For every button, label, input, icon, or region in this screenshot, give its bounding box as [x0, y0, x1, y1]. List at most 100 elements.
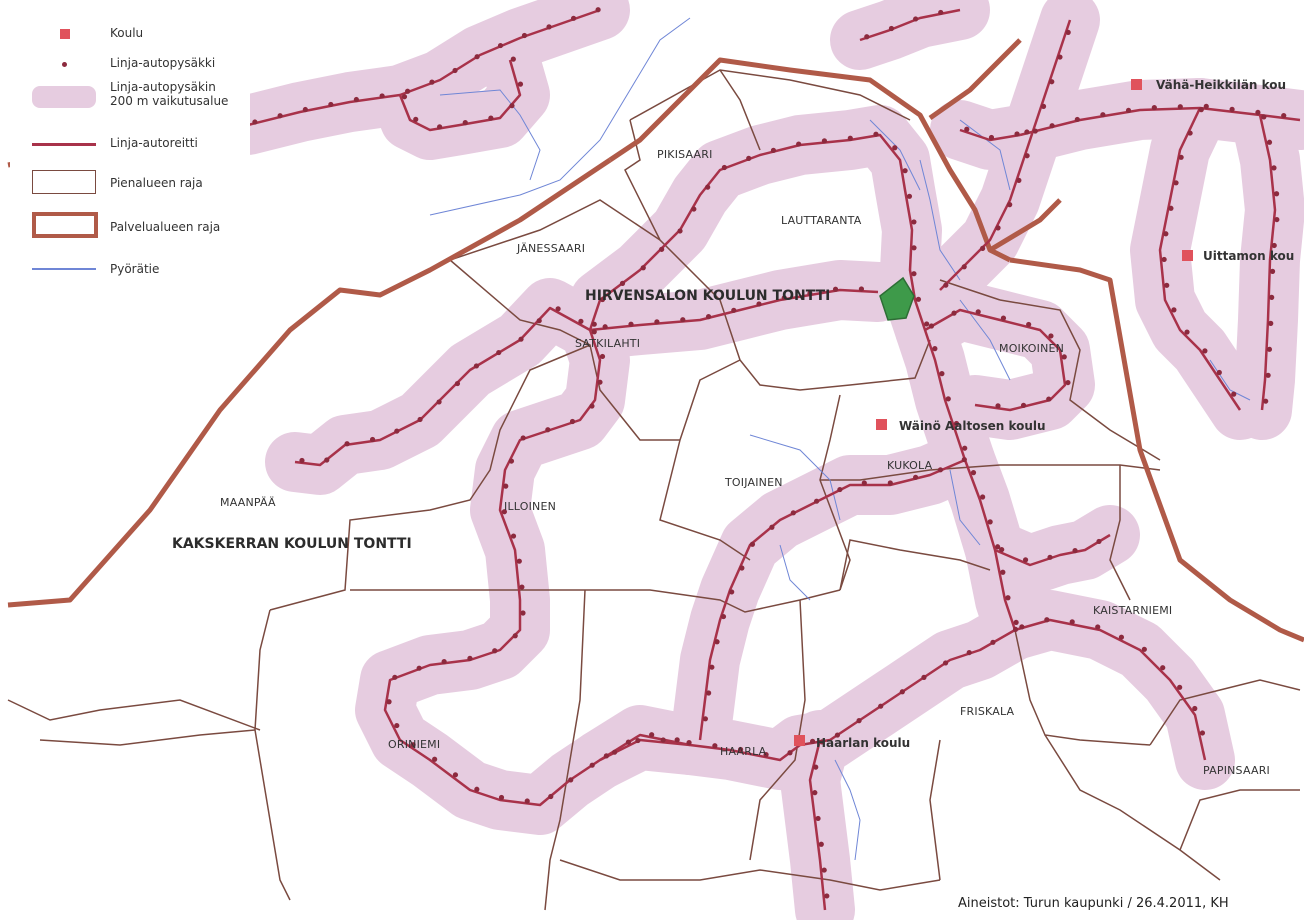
bus-stop-dot [1216, 369, 1222, 376]
bus-stop-dot [394, 428, 400, 434]
bus-stop-dot [756, 301, 762, 307]
bus-stop-dot [686, 740, 692, 746]
bus-stop-dot [501, 509, 507, 515]
cycle-path-line [869, 119, 921, 191]
area-label-oriniemi: ORINIEMI [388, 738, 441, 751]
bus-stop-dot [1168, 205, 1174, 211]
bus-stop-dot [416, 665, 422, 671]
bus-stop-dot [674, 737, 680, 743]
area-label-kaistarniemi: KAISTARNIEMI [1093, 604, 1173, 617]
school-label-uittamo: Uittamon kou [1203, 249, 1295, 263]
map-legend: Koulu Linja-autopysäkki Linja-autopysäki… [10, 18, 250, 290]
bus-stop-dot [1187, 130, 1193, 136]
bus-stop-dot [603, 753, 609, 759]
bus-stop-dot [1069, 619, 1075, 625]
bus-stop-dot [1024, 153, 1030, 159]
small-area-boundary [1109, 465, 1131, 601]
bus-stop-dot [441, 659, 447, 665]
bus-stop-dot [568, 777, 574, 783]
bus-stop-dot [1141, 646, 1147, 652]
cycle-path-line [779, 544, 811, 601]
bus-stop-dot [545, 427, 551, 433]
bus-route-line [698, 458, 966, 741]
bus-stop-dot [454, 380, 461, 387]
bus-stop-dot [721, 164, 727, 171]
area-label-satkilahti: SATKILAHTI [575, 337, 641, 350]
bus-stop-dot [970, 470, 977, 476]
bus-stop-dot [508, 458, 515, 464]
service-area-boundary [928, 38, 1022, 121]
bus-stop-dot [737, 746, 744, 753]
bus-stop-dot [1273, 191, 1280, 197]
bus-stop-dot [299, 457, 305, 464]
bus-stop-dot [821, 138, 828, 144]
bus-stop-dot [1020, 402, 1027, 408]
bus-stop-dot [1049, 123, 1055, 129]
bus-stop-dot [1012, 626, 1019, 633]
bus-stop-dot [980, 494, 986, 500]
bus-stop-dot [1255, 109, 1261, 116]
bus-stop-dot [392, 674, 398, 680]
bus-route-line [1258, 114, 1277, 411]
bus-stop-dot [386, 699, 392, 705]
bus-stop-dot [1005, 595, 1011, 601]
bus-route-line [1019, 106, 1301, 137]
bus-stop-dot [1024, 129, 1030, 135]
bus-stop-dot [873, 131, 879, 137]
bus-route-line [588, 133, 1017, 631]
bus-stop-dot [521, 32, 528, 39]
bus-stop-dot [815, 815, 821, 822]
bus-stop-dot [1281, 112, 1287, 119]
bus-stops [252, 7, 1287, 899]
bus-stop-dot [401, 94, 408, 100]
school-label-vaha-heikkila: Vähä-Heikkilän kou [1156, 78, 1287, 92]
bus-stop-dot [749, 541, 756, 547]
small-area-boundary [1044, 734, 1221, 881]
bus-stop-dot [962, 445, 968, 451]
bus-stop-dot [964, 126, 970, 132]
bus-stop-dot [467, 655, 473, 661]
bus-stop-dot [939, 371, 945, 377]
bus-stop-dot [1022, 557, 1029, 563]
bus-stop-dot [961, 264, 967, 270]
small-area-boundary-icon [32, 170, 96, 194]
bus-stop-dot [1061, 354, 1067, 360]
bus-stop-dot [1261, 114, 1267, 120]
small-area-boundary [719, 69, 761, 151]
bus-stop-dot [1048, 333, 1054, 339]
bus-stop-dot [961, 456, 967, 463]
bus-stop-dot [729, 589, 735, 595]
bus-stop-dot [492, 648, 498, 654]
small-area-boundary [939, 279, 1001, 301]
bus-stop-dot [640, 265, 646, 271]
bus-stop-dot [569, 418, 576, 425]
small-area-boundary [659, 439, 751, 561]
bus-stop-dot [924, 321, 930, 327]
bus-stop-dot [1266, 139, 1273, 145]
small-area-boundary [254, 609, 291, 901]
bus-stop-dot [1163, 231, 1169, 237]
bus-stop-dot [691, 206, 697, 212]
bus-stop-dot [739, 565, 745, 571]
cycle-path-line [429, 17, 691, 216]
bus-stop-dot [988, 134, 995, 141]
bus-stop-dot [597, 379, 603, 385]
bus-stop-dot [899, 689, 905, 695]
bus-stop-dot [787, 750, 793, 756]
bus-stop-dot [1184, 329, 1190, 335]
bus-stop-dot [824, 893, 830, 899]
bus-stop-dot [591, 329, 597, 335]
bus-stop-dot [589, 762, 595, 768]
school-label-waino-aaltonen: Wäinö Aaltosen koulu [899, 419, 1046, 433]
bus-stop-dot [474, 54, 480, 60]
bus-stop-dot [818, 841, 824, 847]
cycle-path-line [959, 119, 1011, 191]
bus-stop-dot [913, 474, 919, 480]
bus-stop-dot [1229, 106, 1235, 112]
bus-stop-dot [518, 336, 524, 342]
bus-stop-dot [906, 193, 913, 199]
small-area-boundary [544, 589, 586, 911]
bus-stop-dot [328, 101, 334, 108]
bus-stop-dot [1096, 538, 1102, 545]
bus-stop-dot [1026, 321, 1032, 328]
